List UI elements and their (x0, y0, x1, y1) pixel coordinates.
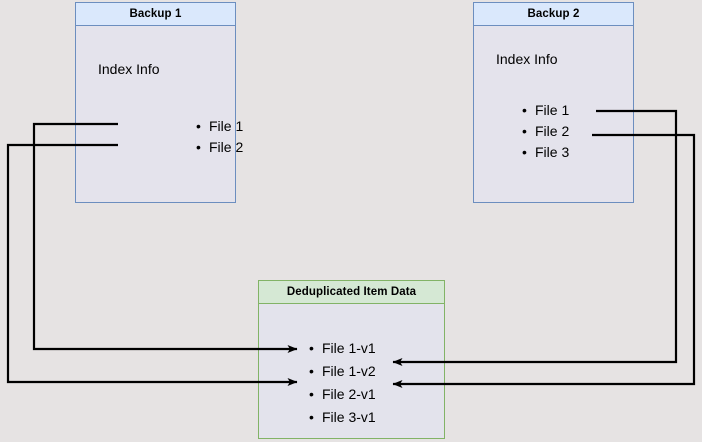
list-item[interactable]: File 1-v1 (309, 337, 376, 360)
list-item[interactable]: File 3-v1 (309, 406, 376, 429)
node-deduplicated-item-data-title: Deduplicated Item Data (258, 280, 445, 304)
list-item[interactable]: File 3 (522, 142, 569, 163)
list-item[interactable]: File 1-v2 (309, 360, 376, 383)
list-item[interactable]: File 2 (522, 121, 569, 142)
node-backup-1-title: Backup 1 (75, 2, 236, 26)
list-item[interactable]: File 2 (196, 137, 243, 158)
list-item[interactable]: File 1 (522, 100, 569, 121)
node-backup-2-title: Backup 2 (473, 2, 634, 26)
list-item[interactable]: File 2-v1 (309, 383, 376, 406)
list-item[interactable]: File 1 (196, 116, 243, 137)
node-backup-1-body (75, 2, 236, 203)
node-deduplicated-item-data-file-list: File 1-v1 File 1-v2 File 2-v1 File 3-v1 (306, 337, 376, 429)
node-backup-2[interactable]: Backup 2 Index Info File 1 File 2 File 3 (473, 2, 634, 203)
node-backup-2-subtitle: Index Info (496, 51, 558, 67)
node-deduplicated-item-data[interactable]: Deduplicated Item Data File 1-v1 File 1-… (258, 280, 445, 439)
node-backup-1-file-list: File 1 File 2 (193, 116, 243, 158)
node-backup-1[interactable]: Backup 1 Index Info File 1 File 2 (75, 2, 243, 203)
node-backup-2-file-list: File 1 File 2 File 3 (519, 100, 569, 163)
node-backup-1-subtitle: Index Info (98, 61, 160, 77)
